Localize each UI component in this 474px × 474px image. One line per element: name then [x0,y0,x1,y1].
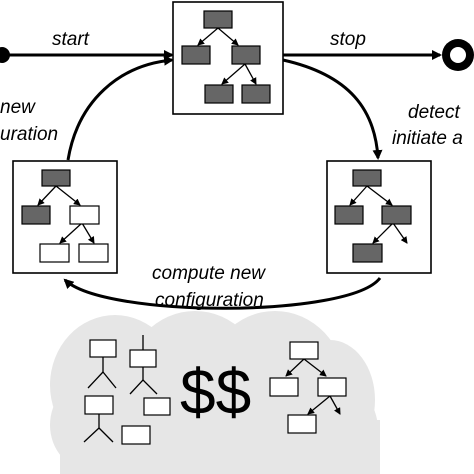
compute-label-line2: configuration [155,290,264,311]
arc-to-detect [282,58,383,160]
configuration-space-cloud [50,311,380,474]
start-terminal [0,47,10,63]
new-configuration-label-line1: new [0,97,36,118]
detect-label-line1: detect [408,102,460,123]
detected-configuration-node [326,160,432,274]
cost-symbol: $$ [180,356,251,428]
arc-compute-new-configuration [63,277,382,310]
current-configuration-node [172,1,284,115]
stop-label: stop [330,29,366,50]
start-label: start [52,29,90,50]
detect-label-line2: initiate a [392,128,463,149]
new-configuration-label-line2: uration [0,124,58,145]
stop-terminal [442,39,474,71]
new-configuration-node [12,160,118,274]
candidate-configurations [83,335,347,445]
compute-label-line1: compute new [152,263,266,284]
arc-new-configuration [66,55,174,161]
